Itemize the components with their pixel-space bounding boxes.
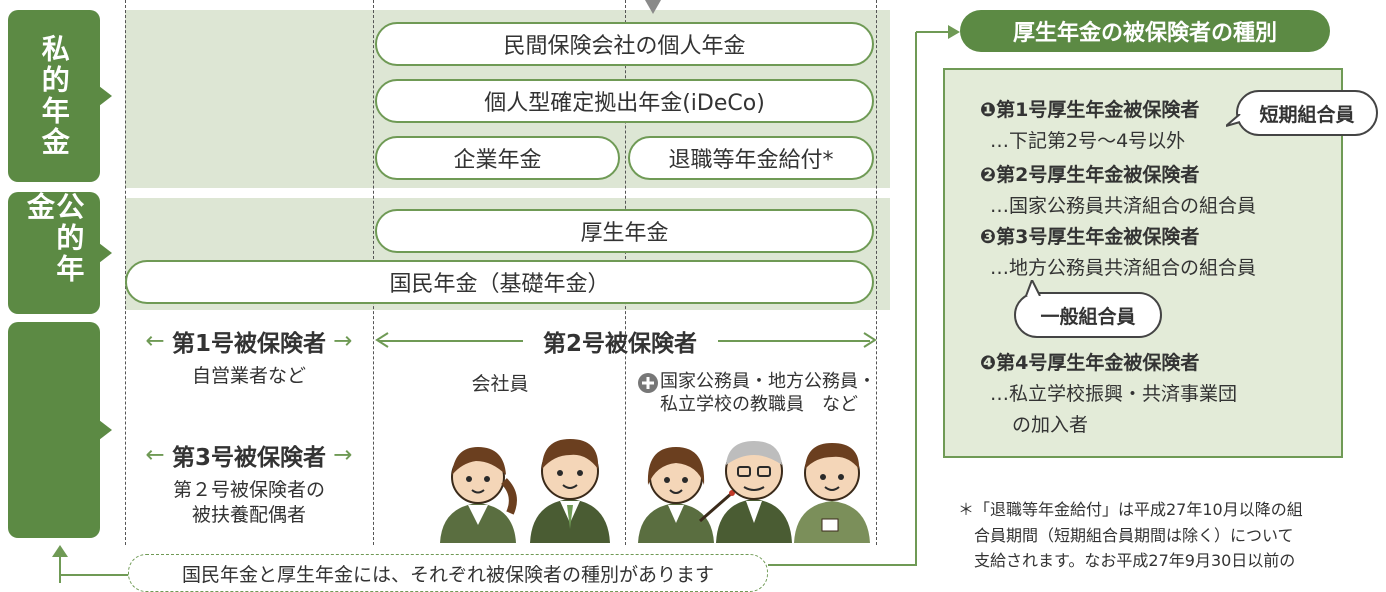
insured-no2-head: 第2号被保険者 — [542, 331, 697, 357]
rp-item-2-desc: …国家公務員共済組合の組合員 — [990, 195, 1257, 217]
civil-line-1: 国家公務員・地方公務員・ — [660, 371, 876, 392]
top-arrow-icon — [645, 0, 661, 14]
insured-no3-label: 第3号被保険者 — [171, 445, 326, 471]
divider-left — [125, 0, 126, 545]
category-public: 公的年金 — [8, 192, 112, 314]
right-connector — [768, 25, 960, 566]
rp-item-3-num: ❸ — [980, 226, 997, 248]
pill-national-pension: 国民年金（基礎年金） — [125, 260, 874, 304]
rp-item-2-label: 第2号厚生年金被保険者 — [996, 164, 1200, 186]
civil-line-2: 私立学校の教職員 など — [660, 394, 858, 416]
insured-no1-label: 第1号被保険者 — [171, 331, 326, 357]
arrow-left-icon-2: ← — [145, 442, 172, 468]
bubble-general-tail — [1025, 280, 1041, 296]
category-insured-label-2: 国民年金の — [163, 358, 195, 498]
insured-no3-sub-1: 第２号被保険者の — [172, 479, 325, 501]
right-panel-title: 厚生年金の被保険者の種別 — [960, 10, 1330, 52]
rp-item-3-label: 第3号厚生年金被保険者 — [996, 226, 1200, 248]
footnote-line-2: 合員期間（短期組合員期間は除く）について — [974, 525, 1294, 545]
insured-civil-servants: 国家公務員・地方公務員・ 私立学校の教職員 など — [660, 370, 880, 417]
insured-employee: 会社員 — [471, 373, 529, 395]
bubble-short-term-member: 短期組合員 — [1236, 90, 1378, 136]
rp-item-1-head: ❶第1号厚生年金被保険者 — [980, 95, 1199, 122]
category-private-label: 私的年金 — [37, 34, 71, 158]
rp-item-4-desc: …私立学校振興・共済事業団 — [990, 383, 1238, 405]
rp-item-1-num: ❶ — [980, 99, 997, 121]
bubble-short-tail — [1226, 114, 1241, 127]
category-public-label: 公的年金 — [23, 192, 86, 285]
plus-circle-icon — [638, 373, 658, 393]
pill-retirement-benefit: 退職等年金給付* — [628, 136, 874, 180]
rp-item-3-desc: …地方公務員共済組合の組合員 — [990, 257, 1257, 279]
insured-no3-sub-2: 被扶養配偶者 — [191, 503, 306, 526]
rp-item-4-head: ❹第4号厚生年金被保険者 — [980, 348, 1199, 375]
rp-item-1-desc: …下記第2号～4号以外 — [990, 130, 1186, 152]
rp-item-3-head: ❸第3号厚生年金被保険者 — [980, 222, 1199, 249]
category-insured: 被保険者の種別 国民年金の — [8, 322, 229, 538]
rp-item-4-desc-2: の加入者 — [1012, 414, 1089, 436]
footnote-line-3: 支給されます。なお平成27年9月30日以前の — [974, 551, 1296, 571]
rp-item-1-label: 第1号厚生年金被保険者 — [996, 99, 1200, 121]
divider-right — [876, 0, 877, 545]
category-insured-label: 被保険者の種別 — [198, 332, 230, 528]
pill-ideco: 個人型確定拠出年金(iDeCo) — [375, 79, 874, 123]
people-employees-illustration — [440, 439, 610, 543]
footnote: ＊「退職等年金給付」は平成27年10月以降の組 合員期間（短期組合員期間は除く）… — [958, 497, 1348, 574]
category-private: 私的年金 — [8, 10, 112, 182]
bubble-general-member: 一般組合員 — [1014, 292, 1162, 338]
insured-no1-sub: 自営業者など — [191, 365, 306, 387]
people-civil-servants-illustration — [638, 441, 870, 543]
pill-corporate-pension: 企業年金 — [375, 136, 620, 180]
no2-line-right — [718, 340, 870, 342]
arrow-right-icon-2: → — [326, 442, 353, 468]
no2-line-left — [378, 340, 523, 342]
insured-no3-head: ← 第3号被保険者 → — [126, 440, 372, 471]
footnote-line-1: ＊「退職等年金給付」は平成27年10月以降の組 — [958, 500, 1303, 519]
arrow-left-icon: ← — [145, 328, 172, 354]
pill-welfare-pension: 厚生年金 — [375, 209, 874, 253]
no2-arrowhead-right-icon — [863, 332, 877, 348]
insured-no1-head: ← 第1号被保険者 → — [126, 326, 372, 357]
rp-item-4-num: ❹ — [980, 352, 997, 374]
arrow-right-icon: → — [326, 328, 353, 354]
bottom-connector-left — [52, 545, 130, 583]
insured-no3-sub: 第２号被保険者の 被扶養配偶者 — [126, 478, 372, 527]
rp-item-2-num: ❷ — [980, 164, 997, 186]
bottom-note: 国民年金と厚生年金には、それぞれ被保険者の種別があります — [128, 554, 768, 592]
rp-item-4-label: 第4号厚生年金被保険者 — [996, 352, 1200, 374]
no2-arrowhead-left-icon — [375, 332, 389, 348]
rp-item-2-head: ❷第2号厚生年金被保険者 — [980, 160, 1199, 187]
pill-private-annuity: 民間保険会社の個人年金 — [375, 22, 874, 66]
